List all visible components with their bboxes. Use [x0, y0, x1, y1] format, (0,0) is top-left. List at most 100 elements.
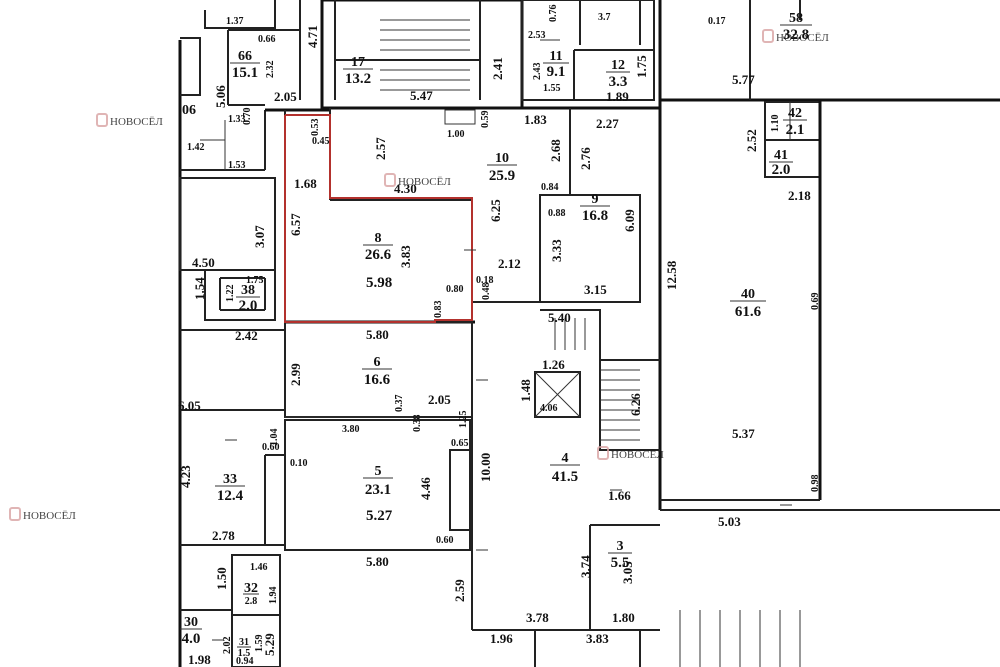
room-11: 11 9.1: [543, 49, 569, 80]
dim-label: 1.59: [254, 635, 265, 653]
watermark-group: НОВОСЁЛ НОВОСЁЛ НОВОСЁЛ НОВОСЁЛ НОВОСЁЛ: [9, 29, 829, 522]
svg-text:НОВОСЁЛ: НОВОСЁЛ: [611, 449, 664, 461]
dim-label: 0.48: [481, 283, 492, 301]
svg-text:26.6: 26.6: [365, 247, 392, 263]
svg-text:66: 66: [238, 49, 252, 64]
room-12: 12 3.3: [606, 58, 630, 90]
dim-label: 3.15: [584, 282, 607, 297]
dim-label: 2.12: [498, 256, 521, 271]
watermark-logo: НОВОСЁЛ: [96, 113, 163, 128]
svg-text:23.1: 23.1: [365, 482, 391, 498]
dim-label: 3.83: [398, 245, 413, 268]
dim-label: 1.10: [770, 115, 781, 133]
dimension-ticks: [212, 249, 792, 641]
dim-label: 0.10: [290, 458, 308, 469]
dim-label: 1.66: [608, 488, 631, 503]
dim-label: 2.53: [528, 30, 546, 41]
dim-label: 6.09: [622, 209, 637, 232]
svg-text:33: 33: [223, 472, 237, 487]
dim-label: 5.06: [213, 85, 228, 108]
svg-text:32: 32: [244, 581, 258, 596]
watermark-logo: НОВОСЁЛ: [384, 173, 451, 188]
dim-label: 2.02: [222, 637, 233, 655]
dim-label: 0.18: [476, 275, 494, 286]
dim-label: 5.40: [548, 310, 571, 325]
svg-text:38: 38: [241, 283, 255, 298]
dim-label: 2.18: [788, 188, 811, 203]
dim-label: 3.33: [549, 239, 564, 262]
room-4: 4 41.5: [550, 451, 580, 485]
dim-label: 1.55: [543, 83, 561, 94]
svg-text:25.9: 25.9: [489, 168, 515, 184]
dim-label: 1.26: [542, 357, 565, 372]
room-17: 17 13.2: [343, 55, 373, 87]
dim-label: 1.98: [188, 652, 211, 667]
dim-label: 1.22: [225, 285, 236, 303]
svg-text:НОВОСЁЛ: НОВОСЁЛ: [23, 510, 76, 522]
dim-label: 0.94: [236, 656, 254, 667]
svg-text:НОВОСЁЛ: НОВОСЁЛ: [776, 32, 829, 44]
dim-label: 5.77: [732, 72, 755, 87]
dim-label: 1.75: [246, 275, 264, 286]
svg-text:15.1: 15.1: [232, 65, 258, 81]
dim-label: 1.94: [268, 587, 279, 605]
dim-label: 2.27: [596, 116, 619, 131]
svg-text:НОВОСЁЛ: НОВОСЁЛ: [110, 116, 163, 128]
dim-label: 6.25: [488, 199, 503, 222]
svg-text:16.8: 16.8: [582, 208, 608, 224]
dim-label: 1.75: [634, 55, 649, 78]
dim-label: 0.59: [480, 111, 491, 129]
svg-text:4: 4: [562, 451, 569, 466]
dim-label: 5.47: [410, 88, 433, 103]
dim-label: 2.32: [265, 61, 276, 79]
dim-label: 3.05: [620, 561, 635, 584]
dim-label: 1.96: [490, 631, 513, 646]
svg-text:12.4: 12.4: [217, 488, 244, 504]
dim-label: 0.66: [258, 34, 276, 45]
dim-label: 3.7: [598, 12, 611, 23]
dim-label: 3.83: [586, 631, 609, 646]
svg-text:61.6: 61.6: [735, 304, 762, 320]
svg-text:3: 3: [617, 539, 624, 554]
room-32: 32 2.8: [243, 581, 259, 607]
dim-label: 6.57: [288, 213, 303, 236]
room-6: 6 16.6: [362, 355, 392, 388]
room-42: 42 2.1: [783, 106, 807, 138]
dim-label: 0.98: [810, 475, 821, 493]
dim-label: 0.17: [708, 16, 726, 27]
svg-text:2.1: 2.1: [786, 122, 805, 138]
svg-text:9: 9: [592, 192, 599, 207]
svg-text:3.3: 3.3: [609, 74, 628, 90]
svg-text:32.8: 32.8: [783, 27, 809, 43]
svg-text:40: 40: [741, 287, 755, 302]
dim-label: 1.42: [187, 142, 205, 153]
svg-text:5: 5: [375, 464, 382, 479]
dim-label: 5.98: [366, 275, 392, 291]
dim-label: 3.07: [252, 225, 267, 248]
dim-label: 5.29: [262, 633, 277, 656]
dim-label: 2.59: [452, 579, 467, 602]
svg-text:1.5: 1.5: [238, 648, 251, 659]
svg-text:11: 11: [549, 49, 562, 64]
dim-label: 0.53: [310, 119, 321, 137]
svg-text:10: 10: [495, 151, 509, 166]
svg-text:6: 6: [374, 355, 381, 370]
dim-label: 2.41: [490, 57, 505, 80]
room-40: 40 61.6: [730, 287, 766, 320]
svg-text:13.2: 13.2: [345, 71, 371, 87]
dim-label: 1.00: [447, 129, 465, 140]
dim-label: 4.06: [540, 403, 558, 414]
dim-label: 0.70: [242, 108, 253, 126]
svg-text:12: 12: [611, 58, 625, 73]
svg-text:5.5: 5.5: [611, 555, 630, 571]
dim-label: 5.27: [366, 508, 393, 524]
dim-label: 1.33: [228, 114, 246, 125]
dim-label: 6.05: [178, 398, 201, 413]
dim-label: 5.80: [366, 554, 389, 569]
dim-label: 4.23: [178, 465, 193, 488]
room-5: 5 23.1: [363, 464, 393, 498]
room-31: 31 1.5: [237, 637, 251, 659]
svg-text:16.6: 16.6: [364, 372, 391, 388]
walls: [178, 0, 1000, 667]
dim-label: 0.88: [548, 208, 566, 219]
